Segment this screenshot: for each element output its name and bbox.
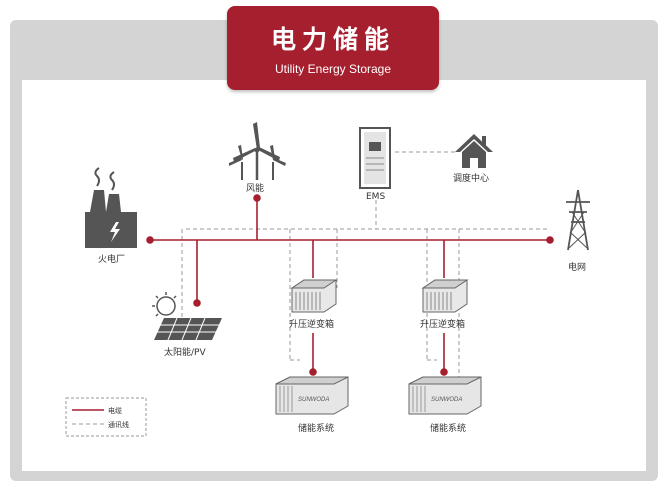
bus-end-left [146, 236, 154, 244]
storage-2-brand: SUNWODA [431, 397, 462, 403]
transformer-1-top [290, 279, 338, 289]
tower-legs [567, 189, 589, 251]
power-cables [146, 194, 554, 376]
legend-comm-label: 通讯线 [108, 420, 129, 429]
plant-chimney-2 [106, 194, 121, 212]
wind-turbine-icon [229, 122, 286, 180]
ems-screen [369, 142, 381, 151]
thermal-label: 火电厂 [98, 253, 125, 265]
storage-1-ribs [279, 386, 293, 412]
solar-node [193, 299, 201, 307]
storage-node-2 [440, 368, 448, 376]
storage-node-1 [309, 368, 317, 376]
storage-2-label: 储能系统 [430, 422, 466, 434]
transformer-1-vents [295, 292, 321, 310]
transformer-2-top [421, 279, 469, 289]
legend: 电缆 通讯线 [65, 397, 147, 437]
plant-chimney-1 [90, 190, 106, 212]
sun-icon [156, 296, 176, 316]
wind-label: 风能 [246, 182, 264, 194]
grid-label: 电网 [568, 261, 586, 273]
page-title: 电力储能 [270, 25, 395, 54]
transformer-2-label: 升压逆变箱 [420, 318, 465, 330]
plant-smoke-1 [94, 167, 100, 187]
ems-label: EMS [366, 192, 385, 202]
house-icon [455, 134, 493, 168]
transformer-box-icon [421, 279, 469, 313]
turbine-blade-left [233, 148, 257, 162]
storage-2-top [408, 376, 482, 385]
ems-cabinet-icon [359, 127, 391, 189]
transformer-2-vents [426, 292, 452, 310]
solar-panel-icon [152, 292, 222, 341]
ems-frame [359, 127, 391, 189]
plant-body [85, 212, 137, 248]
solar-panel [154, 318, 222, 340]
solar-label: 太阳能/PV [164, 346, 206, 358]
plant-smoke-2 [109, 171, 115, 191]
transformer-1-label: 升压逆变箱 [289, 318, 334, 330]
storage-1-brand: SUNWODA [298, 397, 329, 403]
tower-braces [568, 211, 588, 249]
storage-1-label: 储能系统 [298, 422, 334, 434]
title-banner: 电力储能 Utility Energy Storage [227, 6, 439, 90]
solar-grid [157, 317, 219, 341]
dispatch-label: 调度中心 [453, 172, 489, 184]
grid-tower-icon [566, 189, 590, 251]
storage-container-icon: SUNWODA [275, 376, 349, 415]
house-chimney [482, 136, 486, 145]
storage-1-top [275, 376, 349, 385]
turbine-blade-up [253, 122, 260, 150]
bus-end-right [546, 236, 554, 244]
turbine3-blade-up [270, 145, 275, 160]
house-roof [455, 134, 493, 152]
sun-rays [152, 292, 177, 317]
turbine-hub [254, 147, 260, 153]
turbine3-blade-right [273, 158, 286, 166]
transformer-box-icon [290, 279, 338, 313]
storage-2-ribs [412, 386, 426, 412]
turbine-blade-right [258, 147, 280, 161]
legend-box [65, 397, 147, 437]
house-body [462, 141, 486, 168]
page-subtitle: Utility Energy Storage [274, 62, 392, 76]
lightning-icon [110, 222, 120, 242]
turbine2-blade-left [229, 158, 242, 166]
storage-container-icon: SUNWODA [408, 376, 482, 415]
legend-cable-label: 电缆 [108, 406, 122, 415]
wind-node [253, 194, 261, 202]
turbine2-blade-up [238, 145, 243, 160]
thermal-plant-icon [85, 167, 137, 248]
